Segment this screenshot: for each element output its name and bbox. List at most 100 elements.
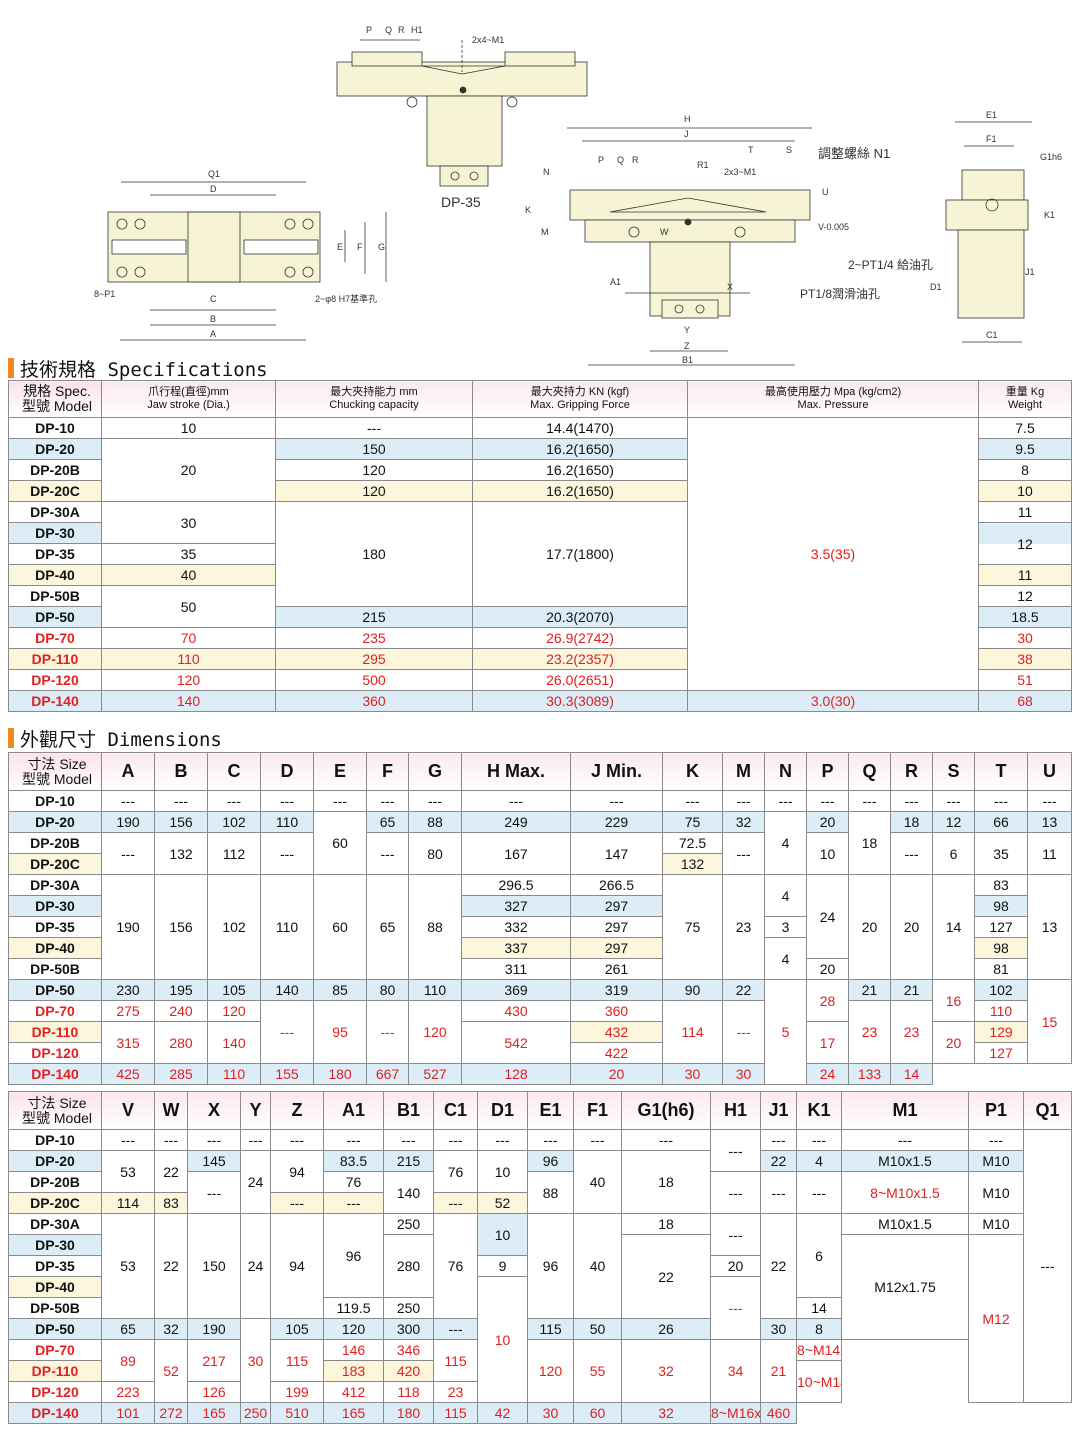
cell-n: 5: [764, 979, 807, 1085]
cell-m: 23: [722, 874, 765, 980]
cell-c: ---: [207, 790, 261, 812]
cell-a: 190: [101, 874, 155, 980]
header-en: Max. Pressure: [797, 399, 869, 411]
cell-u: 13: [1027, 874, 1072, 980]
cell-y: 30: [240, 1318, 271, 1403]
capacity-cell: 500: [275, 669, 473, 691]
cell-x: 150: [187, 1213, 241, 1319]
cell-a1: 120: [323, 1318, 384, 1340]
label-q: Q: [385, 25, 392, 35]
cell-k1: ---: [796, 1129, 842, 1151]
stroke-cell: 140: [101, 690, 276, 712]
header-a1: A1: [323, 1091, 384, 1130]
spec-corner-bottom: 型號 Model: [21, 398, 93, 414]
cell-b1: 300: [383, 1318, 434, 1340]
label-dowel-hole: 2~φ8 H7基準孔: [315, 293, 377, 304]
force-cell: 16.2(1650): [472, 438, 688, 460]
cell-h1: ---: [710, 1276, 761, 1340]
corner-bottom: 型號 Model: [21, 1109, 93, 1126]
label-e: E: [337, 242, 343, 252]
cell-b1: 280: [383, 1234, 434, 1298]
label-j1: J1: [1025, 267, 1035, 277]
model-cell: DP-20C: [8, 853, 102, 875]
model-cell: DP-20: [8, 1150, 102, 1172]
table-row: DP-50B 119.5 250 14: [8, 1297, 1072, 1319]
cell-c: 140: [207, 1021, 261, 1064]
cell-u: 11: [1027, 832, 1072, 875]
cell-f1: ---: [573, 1129, 622, 1151]
label-f: F: [357, 242, 363, 252]
header-b: B: [154, 752, 208, 791]
header-h: H Max.: [461, 752, 571, 791]
cell-m: ---: [722, 1000, 765, 1064]
cell-d1: 9: [477, 1255, 528, 1277]
cell-p: 20: [806, 811, 849, 833]
cell-h: 249: [461, 811, 571, 833]
cell-t: 127: [974, 916, 1028, 938]
weight-cell: 9.5: [978, 438, 1072, 460]
header-en: Jaw stroke (Dia.): [147, 399, 230, 411]
table-row: DP-40 10 ---: [8, 1276, 1072, 1403]
cell-y: ---: [240, 1129, 271, 1151]
header-q1: Q1: [1023, 1091, 1072, 1130]
cell-a: ---: [101, 832, 155, 875]
capacity-cell: 120: [275, 480, 473, 502]
table-row: DP-120 120 500 26.0(2651) 51: [8, 669, 1072, 691]
force-cell: 16.2(1650): [472, 459, 688, 481]
cell-q: 18: [848, 811, 891, 875]
model-cell: DP-30A: [8, 874, 102, 896]
cell-f: ---: [366, 790, 409, 812]
cell-e: 95: [313, 1000, 367, 1064]
cell-j: ---: [570, 790, 663, 812]
label-r: R: [398, 25, 405, 35]
header-w: W: [154, 1091, 188, 1130]
stroke-cell: 50: [101, 585, 276, 628]
model-cell: DP-120: [8, 669, 102, 691]
model-cell: DP-20C: [8, 1192, 102, 1214]
cell-c1: 76: [433, 1150, 478, 1193]
front-view-drawing: [107, 181, 387, 341]
model-cell: DP-40: [8, 564, 102, 586]
model-cell: DP-70: [8, 627, 102, 649]
cell-d1: 10: [477, 1213, 528, 1256]
cell-m1: M10x1.5: [841, 1150, 969, 1172]
cell-g1: 32: [621, 1339, 711, 1403]
cell-t: 102: [974, 979, 1028, 1001]
cell-j: 319: [570, 979, 663, 1001]
cell-k: 132: [662, 853, 723, 875]
cell-a: ---: [101, 790, 155, 812]
cell-a: 315: [101, 1021, 155, 1064]
header-e: E: [313, 752, 367, 791]
cell-k: 72.5: [662, 832, 723, 854]
cell-b1: 420: [383, 1360, 434, 1382]
cell-h: 667: [366, 1063, 409, 1085]
cell-a1: 183: [323, 1360, 384, 1382]
model-cell: DP-110: [8, 1021, 102, 1043]
table-row: DP-40 40 11: [8, 564, 1072, 586]
cell-t: 133: [848, 1063, 891, 1085]
spec-corner-top: 規格 Spec.: [23, 383, 91, 399]
cell-a1: 119.5: [323, 1297, 384, 1319]
cell-a: 275: [101, 1000, 155, 1022]
cell-k: ---: [662, 790, 723, 812]
cell-m1: M10x1.5: [841, 1213, 969, 1235]
label-d1: D1: [930, 282, 942, 292]
cell-m1: 8~M16x2: [710, 1402, 761, 1424]
cell-k1: 14: [796, 1297, 842, 1319]
cell-a1: 146: [323, 1339, 384, 1361]
cell-c1: ---: [433, 1192, 478, 1214]
end-view-drawing: [945, 121, 1032, 343]
label-g1h6: G1h6: [1040, 152, 1062, 162]
capacity-cell: 295: [275, 648, 473, 670]
cell-e: ---: [313, 790, 367, 812]
header-a: A: [101, 752, 155, 791]
model-cell: DP-110: [8, 648, 102, 670]
cell-r: 18: [890, 811, 933, 833]
label-a1: A1: [610, 277, 621, 287]
model-cell: DP-20: [8, 438, 102, 460]
model-cell: DP-110: [8, 1360, 102, 1382]
table-row: DP-140 101 272 165 250 510 165 180 115 4…: [8, 1402, 1072, 1424]
label-c: C: [210, 294, 217, 304]
cell-c1: 115: [433, 1339, 478, 1382]
model-cell: DP-50: [8, 979, 102, 1001]
